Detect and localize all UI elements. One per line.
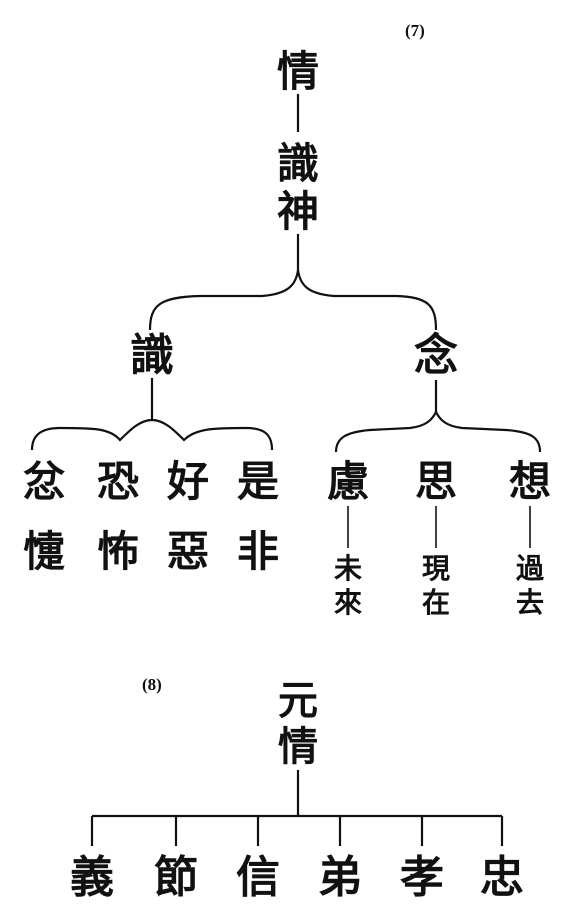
leaf-8-3: 信	[236, 852, 280, 903]
left-leaf-3-top: 好	[166, 457, 209, 506]
diagram-7-label: (7)	[405, 21, 425, 40]
left-leaf-2-top: 恐	[97, 457, 139, 506]
right-leaf-1-top: 慮	[327, 457, 369, 506]
left-leaf-2-bottom: 怖	[97, 527, 139, 576]
left-leaf-4-top: 是	[237, 457, 279, 506]
root-8-char-1: 元	[278, 677, 318, 724]
root-node: 情	[277, 47, 319, 96]
left-leaf-1-bottom: 懥	[23, 527, 65, 576]
right-leaf-3-sub-1: 過	[516, 552, 545, 585]
diagram-7: (7) 情 識 神 識 念 忿 恐 好 是 懥 怖 惡 非 慮 思 想 未 來	[23, 21, 551, 619]
right-leaf-2-top: 思	[415, 457, 457, 506]
second-node-2: 神	[277, 187, 319, 236]
branch-left-node: 識	[130, 330, 174, 381]
diagram-8-label: (8)	[142, 675, 162, 694]
root-8-char-2: 情	[278, 723, 318, 770]
branch-right-node: 念	[414, 330, 458, 381]
left-leaf-4-bottom: 非	[237, 527, 279, 576]
leaf-8-1: 義	[70, 852, 114, 903]
right-leaf-3-top: 想	[509, 457, 551, 506]
leaf-8-4: 弟	[318, 852, 362, 903]
leaf-8-2: 節	[154, 852, 198, 903]
brace-right	[334, 409, 542, 453]
right-leaf-2-sub-2: 在	[422, 586, 450, 619]
second-node-1: 識	[277, 139, 319, 188]
left-leaf-1-top: 忿	[23, 457, 66, 506]
leaf-8-5: 孝	[400, 852, 444, 903]
right-leaf-1-sub-1: 未	[334, 552, 362, 585]
right-leaf-3-sub-2: 去	[516, 586, 544, 619]
diagram-8: (8) 元 情 義 節 信 弟 孝 忠	[70, 675, 524, 903]
brace-upper	[148, 269, 438, 331]
leaf-8-6: 忠	[480, 852, 524, 903]
left-leaf-3-bottom: 惡	[167, 527, 209, 576]
brace-left	[30, 418, 274, 451]
right-leaf-1-sub-2: 來	[334, 586, 362, 619]
right-leaf-2-sub-1: 現	[422, 552, 450, 585]
